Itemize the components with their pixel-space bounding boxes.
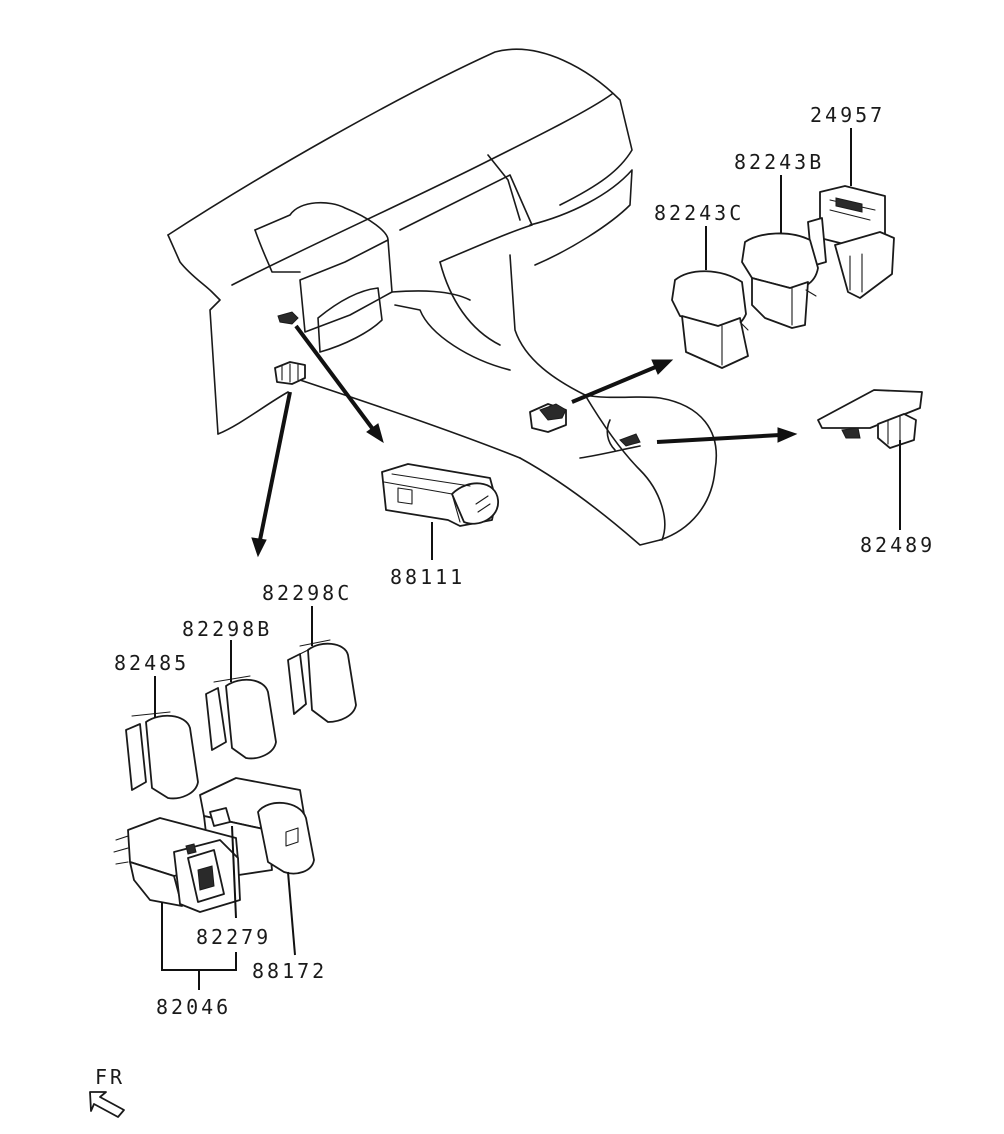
label-82489: 82489 xyxy=(860,533,935,557)
part-82489-lid xyxy=(817,389,923,449)
dashboard-outline xyxy=(167,48,717,546)
orientation-label: FR xyxy=(95,1065,125,1089)
label-82485: 82485 xyxy=(114,651,189,675)
part-82298B-switch xyxy=(205,675,277,760)
console-lid-latch xyxy=(619,433,641,447)
dash-switch-marker xyxy=(274,311,306,385)
label-88172: 88172 xyxy=(252,959,327,983)
part-82298C-switch xyxy=(287,639,357,723)
front-direction-arrow-icon xyxy=(89,1091,125,1118)
part-82046-switch xyxy=(113,817,241,913)
part-82279-knob xyxy=(209,807,231,827)
label-82298C: 82298C xyxy=(262,581,352,605)
label-24957: 24957 xyxy=(810,103,885,127)
part-24957-switch xyxy=(807,185,895,299)
part-88111-switch xyxy=(381,463,499,527)
part-82243C-switch xyxy=(671,270,749,369)
label-82298B: 82298B xyxy=(182,617,272,641)
part-82485-switch xyxy=(125,711,199,800)
label-82243C: 82243C xyxy=(654,201,744,225)
label-82046: 82046 xyxy=(156,995,231,1019)
part-82243B-switch xyxy=(741,232,819,329)
leader-lines xyxy=(154,128,901,990)
label-82279: 82279 xyxy=(196,925,271,949)
label-82243B: 82243B xyxy=(734,150,824,174)
label-88111: 88111 xyxy=(390,565,465,589)
pointer-arrows xyxy=(251,324,798,558)
dash-mirror-connector xyxy=(529,403,567,433)
